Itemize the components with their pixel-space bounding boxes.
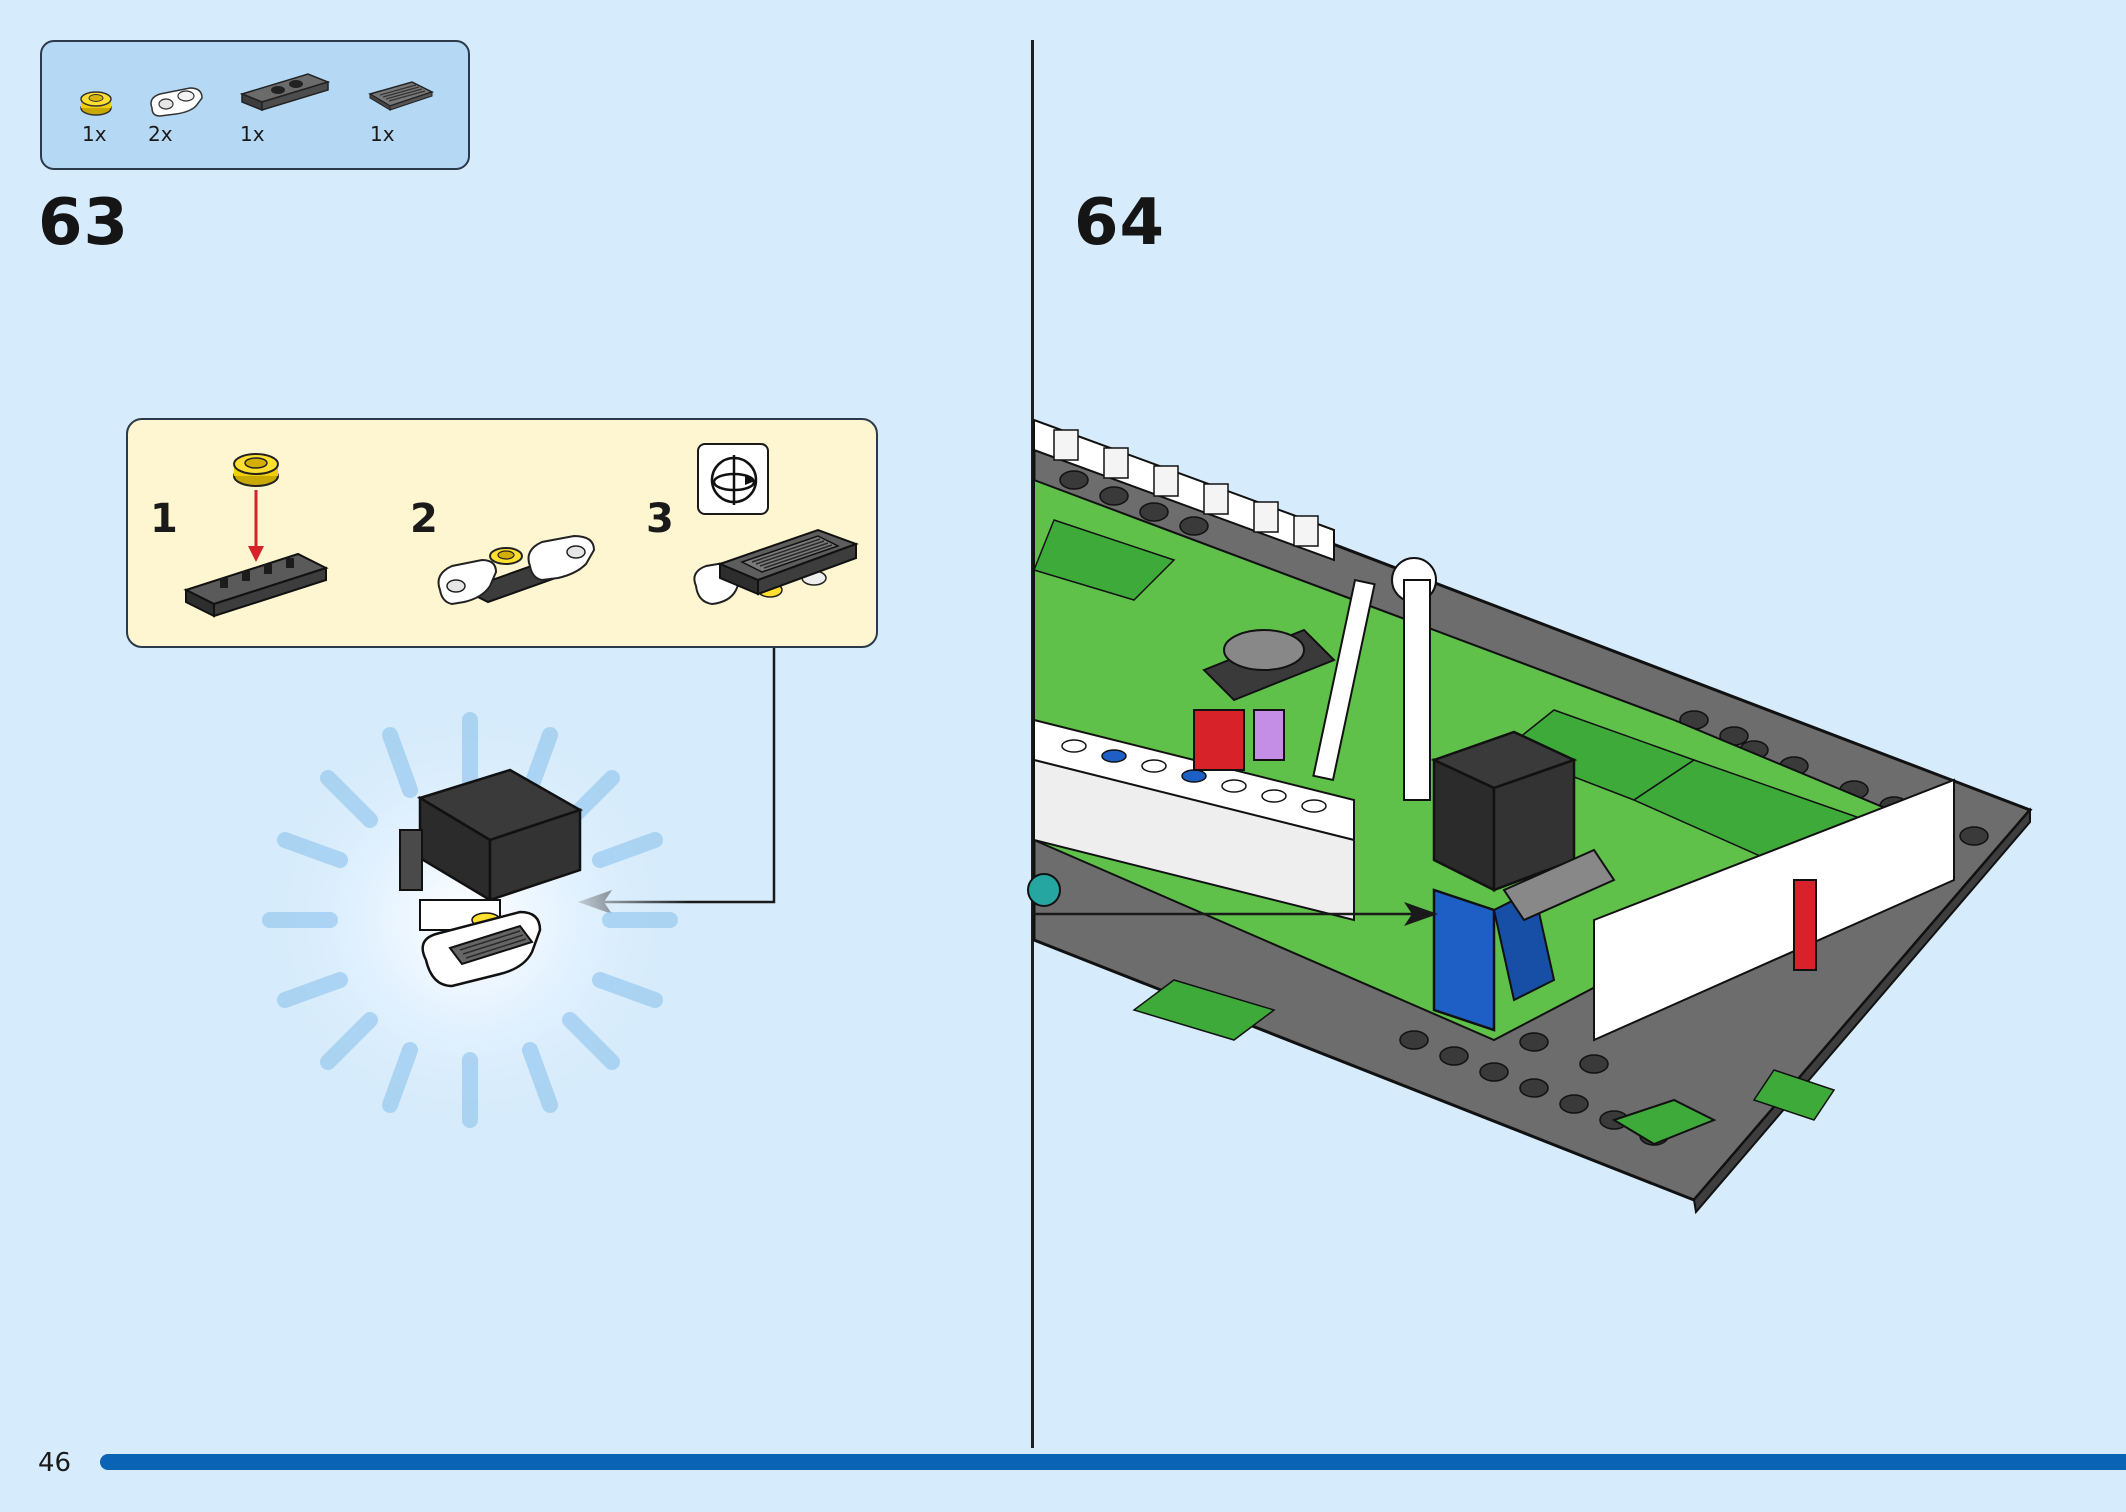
rotate-arrows-icon	[710, 455, 758, 505]
parts-list-box: 1x 2x 1x 1x	[40, 40, 470, 170]
step-number-63: 63	[38, 186, 130, 260]
dark-grey-plate-1x4-icon	[183, 552, 329, 618]
sub-step-3-illustration	[693, 528, 859, 606]
highlight-burst	[250, 700, 690, 1140]
progress-bar	[100, 1454, 2126, 1470]
computer-workstation-assembly	[1430, 730, 1616, 1032]
yellow-round-plate-icon	[80, 91, 112, 116]
sub-step-2-illustration	[437, 534, 596, 606]
white-clip-plate-icon	[527, 534, 596, 582]
step-64-model-illustration	[1027, 418, 2033, 1215]
part-qty: 1x	[82, 122, 107, 146]
sub-step-1-illustration	[183, 453, 329, 618]
part-qty: 2x	[148, 122, 173, 146]
grille-tile-icon	[740, 535, 840, 573]
page-number: 46	[38, 1448, 72, 1478]
computer-workstation-assembly	[399, 768, 584, 988]
page-divider	[1031, 40, 1034, 1448]
yellow-round-plate-icon	[489, 547, 523, 565]
white-clip-plate-icon	[437, 558, 498, 606]
sub-step-number-2: 2	[410, 496, 438, 542]
sub-step-number-1: 1	[150, 496, 178, 542]
yellow-round-plate-icon	[233, 453, 279, 487]
part-qty: 1x	[240, 122, 265, 146]
part-qty: 1x	[370, 122, 395, 146]
step-number-64: 64	[1074, 186, 1166, 260]
grille-tile-icon	[368, 81, 434, 111]
rotate-model-icon	[697, 443, 769, 515]
dark-grey-plate-1x4-icon	[239, 73, 331, 112]
red-down-arrow-icon	[248, 490, 264, 562]
desk-chair	[1193, 628, 1336, 771]
sub-step-number-3: 3	[646, 496, 674, 542]
desk-lamp	[1312, 557, 1437, 801]
white-clip-plate-icon	[150, 87, 203, 117]
